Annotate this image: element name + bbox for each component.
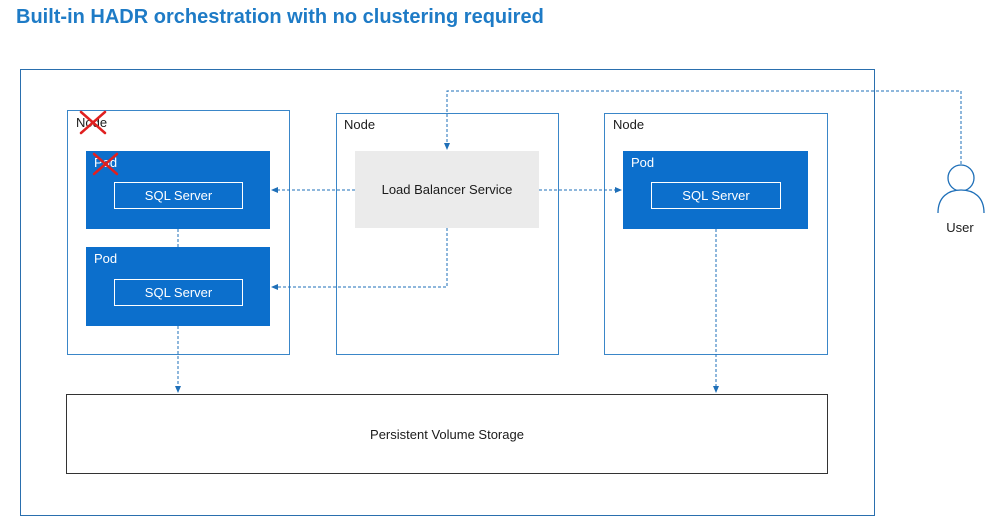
- sql-server-1: SQL Server: [114, 182, 243, 209]
- lb-to-pod2-connector: [271, 228, 448, 290]
- node-2-label: Node: [344, 117, 376, 132]
- pod-1: [86, 151, 270, 229]
- pod-3: [623, 151, 808, 229]
- sql-server-3: SQL Server: [651, 182, 781, 209]
- sql-server-2: SQL Server: [114, 279, 243, 306]
- pod-2-label: Pod: [94, 251, 118, 266]
- node-failure-icon: [79, 110, 107, 135]
- pod-failure-icon: [92, 152, 119, 176]
- load-balancer-service: Load Balancer Service: [355, 151, 539, 228]
- persistent-volume-storage: Persistent Volume Storage: [66, 394, 828, 474]
- pod-2: [86, 247, 270, 326]
- cluster-boundary: [20, 69, 875, 516]
- page-title: Built-in HADR orchestration with no clus…: [16, 6, 544, 28]
- user-label: User: [946, 220, 974, 235]
- node-3-label: Node: [613, 117, 645, 132]
- pod-3-label: Pod: [631, 155, 655, 170]
- user-to-lb-connector: [444, 90, 962, 164]
- user-icon: [937, 164, 985, 214]
